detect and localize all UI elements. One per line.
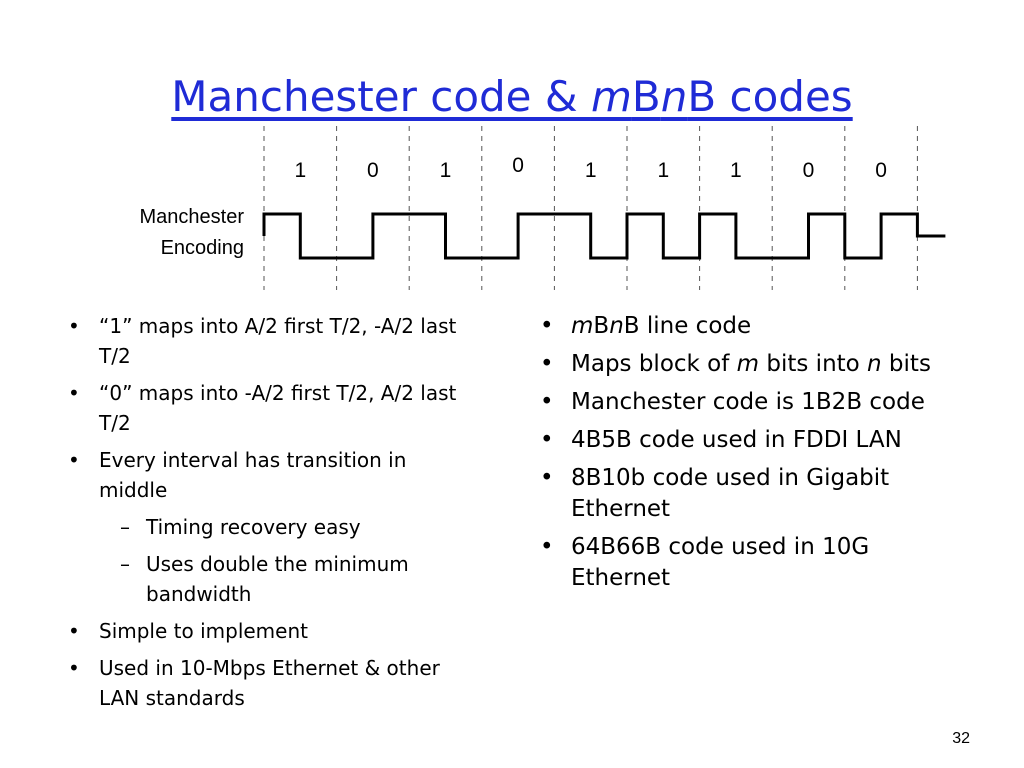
bullet-item: Simple to implement xyxy=(60,616,480,646)
page-number: 32 xyxy=(952,730,970,747)
slide-title: Manchester code & mBnB codes xyxy=(0,72,1024,121)
bullet-text-part: B xyxy=(593,313,610,339)
manchester-waveform-diagram: 1 0 1 0 1 1 1 0 0 Manchester Encoding xyxy=(140,126,946,290)
title-mid: B xyxy=(631,72,661,121)
left-bullet-column: “1” maps into A/2 first T/2, -A/2 last T… xyxy=(60,311,480,720)
bullet-item: “0” maps into -A/2 first T/2, A/2 last T… xyxy=(60,378,480,438)
bullet-item: 8B10b code used in Gigabit Ethernet xyxy=(532,463,972,525)
bullet-item: “1” maps into A/2 first T/2, -A/2 last T… xyxy=(60,311,480,371)
bit-label: 1 xyxy=(730,159,742,182)
bit-label: 0 xyxy=(875,159,887,182)
right-bullet-column: mBnB line codeMaps block of m bits into … xyxy=(532,311,972,601)
bit-label: 1 xyxy=(657,159,669,182)
bit-interval-gridlines xyxy=(263,126,918,290)
bullet-text-part: 64B66B code used in 10G Ethernet xyxy=(571,534,870,591)
title-prefix: Manchester code & xyxy=(171,72,591,121)
bullet-text-part: 8B10b code used in Gigabit Ethernet xyxy=(571,465,890,522)
bullet-text-part: bits into xyxy=(759,351,868,377)
bit-label: 1 xyxy=(585,159,597,182)
title-suffix: B codes xyxy=(687,72,853,121)
bullet-text-part: Maps block of xyxy=(571,351,737,377)
bullet-text-part: m xyxy=(571,313,594,339)
title-m: m xyxy=(590,72,632,121)
bit-label: 1 xyxy=(440,159,452,182)
sub-bullet-item: Uses double the minimum bandwidth xyxy=(60,549,480,609)
right-bullet-list: mBnB line codeMaps block of m bits into … xyxy=(532,311,972,594)
bullet-item: Manchester code is 1B2B code xyxy=(532,387,972,418)
bullet-text-part: n xyxy=(609,313,624,339)
bit-label: 0 xyxy=(367,159,379,182)
bit-labels: 1 0 1 0 1 1 1 0 0 xyxy=(294,154,886,182)
bit-label: 0 xyxy=(512,154,524,177)
bullet-item: Maps block of m bits into n bits xyxy=(532,349,972,380)
left-bullet-list: “1” maps into A/2 first T/2, -A/2 last T… xyxy=(60,311,480,713)
bullet-text-part: Manchester code is 1B2B code xyxy=(571,389,925,415)
bullet-item: Every interval has transition in middle xyxy=(60,445,480,505)
bullet-text-part: bits xyxy=(881,351,931,377)
bullet-item: mBnB line code xyxy=(532,311,972,342)
bullet-text-part: m xyxy=(736,351,760,377)
encoding-label-line2: Encoding xyxy=(161,237,244,259)
bullet-text-part: 4B5B code used in FDDI LAN xyxy=(571,427,902,453)
bit-label: 1 xyxy=(294,159,306,182)
bullet-item: 4B5B code used in FDDI LAN xyxy=(532,425,972,456)
title-n: n xyxy=(660,72,688,121)
encoding-label-line1: Manchester xyxy=(140,206,245,228)
bullet-item: 64B66B code used in 10G Ethernet xyxy=(532,532,972,594)
bullet-item: Used in 10-Mbps Ethernet & other LAN sta… xyxy=(60,653,480,713)
bullet-text-part: B line code xyxy=(623,313,752,339)
sub-bullet-item: Timing recovery easy xyxy=(60,512,480,542)
manchester-waveform xyxy=(262,212,946,260)
bit-label: 0 xyxy=(803,159,815,182)
bullet-text-part: n xyxy=(867,351,882,377)
